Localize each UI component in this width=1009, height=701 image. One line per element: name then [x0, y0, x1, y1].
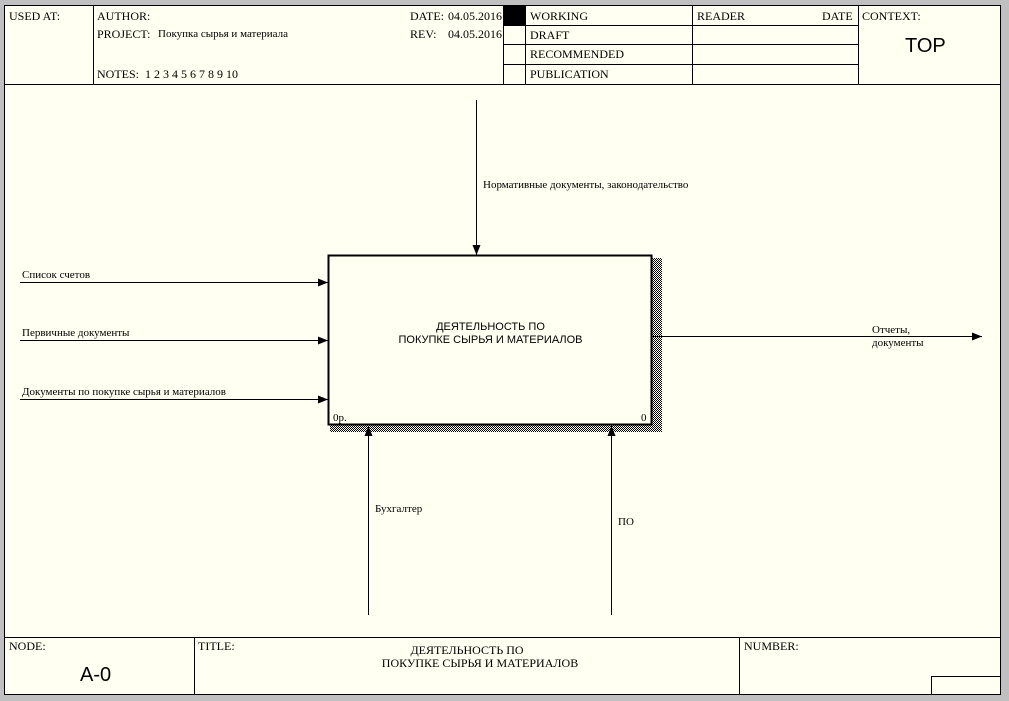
- project-value[interactable]: Покупка сырья и материала: [158, 28, 288, 40]
- rev-value: 04.05.2016: [448, 27, 502, 41]
- context-value: TOP: [905, 35, 946, 57]
- project-label: PROJECT:: [97, 27, 151, 41]
- notes-label: NOTES:: [97, 67, 139, 81]
- output-label-line1[interactable]: Отчеты,: [872, 324, 911, 336]
- node-label: NODE:: [9, 639, 46, 653]
- rev-label: REV:: [410, 27, 437, 41]
- used-at-label: USED AT:: [9, 9, 61, 23]
- node-value: A-0: [80, 664, 112, 686]
- header-grid: [4, 5, 1001, 85]
- title-line2: ПОКУПКЕ СЫРЬЯ И МАТЕРИАЛОВ: [381, 656, 579, 670]
- input-label-2[interactable]: Первичные документы: [22, 327, 130, 339]
- date-value: 04.05.2016: [448, 9, 502, 23]
- status-working[interactable]: WORKING: [530, 9, 588, 23]
- status-recommended[interactable]: RECOMMENDED: [530, 47, 625, 61]
- activity-number: 0: [641, 412, 647, 424]
- status-publication[interactable]: PUBLICATION: [530, 67, 609, 81]
- date-label: DATE:: [410, 9, 444, 23]
- number-label: NUMBER:: [744, 639, 799, 653]
- status-draft[interactable]: DRAFT: [530, 28, 570, 42]
- reader-label: READER: [697, 9, 745, 23]
- control-label[interactable]: Нормативные документы, законодательство: [483, 179, 689, 191]
- activity-name-line2: ПОКУПКЕ СЫРЬЯ И МАТЕРИАЛОВ: [398, 334, 583, 346]
- notes-numbers[interactable]: 1 2 3 4 5 6 7 8 9 10: [145, 67, 238, 81]
- activity-cost: 0р.: [333, 412, 347, 424]
- title-line1: ДЕЯТЕЛЬНОСТЬ ПО: [410, 643, 524, 657]
- input-label-1[interactable]: Список счетов: [22, 269, 91, 281]
- working-status-marker: [504, 6, 525, 25]
- activity-name-line1: ДЕЯТЕЛЬНОСТЬ ПО: [436, 321, 545, 333]
- author-label: AUTHOR:: [97, 9, 151, 23]
- activity-box[interactable]: [327, 254, 653, 426]
- input-label-3[interactable]: Документы по покупке сырья и материалов: [22, 386, 226, 398]
- mechanism-label-2[interactable]: ПО: [618, 516, 634, 528]
- reader-date-label: DATE: [822, 9, 853, 23]
- output-label-line2[interactable]: документы: [872, 337, 924, 349]
- title-label: TITLE:: [198, 639, 235, 653]
- footer-grid: [4, 637, 1001, 695]
- mechanism-label-1[interactable]: Бухгалтер: [375, 503, 423, 515]
- context-label: CONTEXT:: [862, 9, 921, 23]
